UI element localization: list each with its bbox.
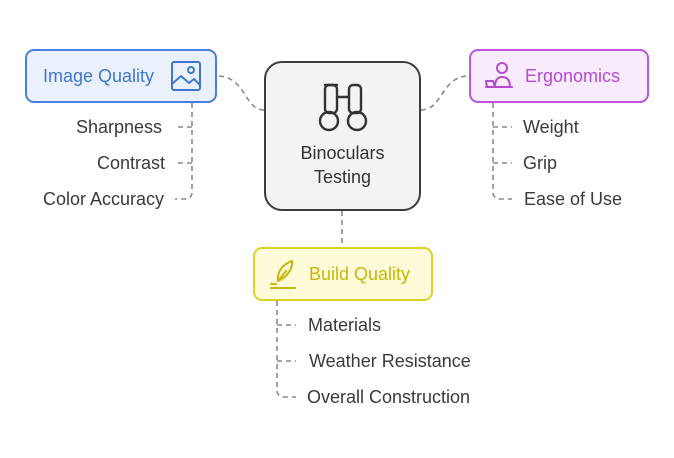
item-materials: Materials [308,315,382,335]
item-grip: Grip [523,153,558,173]
connector-center-image-quality [216,75,265,111]
connector-build-items [276,301,296,398]
category-image-quality: Image Quality [25,49,217,103]
category-ergonomics: Ergonomics [469,49,649,103]
item-sharpness: Sharpness [75,117,162,137]
item-weather-resistance: Weather Resistance [309,351,471,371]
item-ease-of-use: Ease of Use [524,189,623,209]
center-title: Binoculars Testing [300,143,385,187]
pen-writing-icon [270,260,296,289]
binoculars-icon [318,83,367,132]
build-quality-label: Build Quality [309,263,411,284]
ergonomics-label: Ergonomics [525,65,621,86]
connector-ergonomics-items [492,103,512,200]
item-weight: Weight [523,117,579,137]
connector-image-items [175,103,193,200]
user-laptop-icon [485,62,513,88]
connector-center-ergonomics [420,75,470,111]
image-icon [171,61,201,91]
item-overall-construction: Overall Construction [307,387,471,407]
center-node: Binoculars Testing [264,61,421,211]
category-build-quality: Build Quality [253,247,433,301]
image-quality-label: Image Quality [43,65,155,86]
item-color-accuracy: Color Accuracy [42,189,164,209]
item-contrast: Contrast [96,153,165,173]
